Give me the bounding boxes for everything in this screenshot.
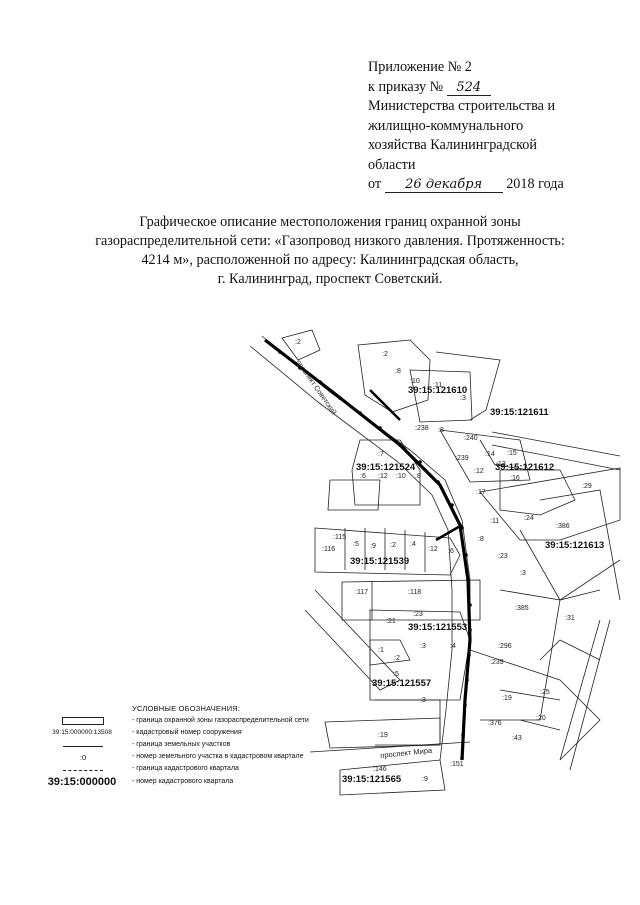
ministry-line-3: хозяйства Калининградской [368,137,537,153]
svg-text::118: :118 [408,589,421,596]
svg-text::21: :21 [386,618,396,625]
svg-text::19: :19 [502,695,512,702]
svg-text::240: :240 [464,435,478,442]
svg-text::7: :7 [378,451,384,458]
svg-text::17: :17 [476,489,486,496]
svg-text::2: :2 [295,339,301,346]
svg-text::8: :8 [478,536,484,543]
svg-text::8: :8 [438,427,444,434]
svg-text::115: :115 [333,534,346,541]
cadastral-map: проспект Советский проспект Мира 39:15:1… [249,329,621,796]
svg-text::2: :2 [390,542,396,549]
svg-text::2: :2 [382,351,388,358]
svg-text::31: :31 [565,615,575,622]
svg-text::43: :43 [512,735,522,742]
legend-item-quarter-number: 39:15:000000 - номер кадастрового кварта… [47,776,234,788]
svg-text::19: :19 [378,732,388,739]
svg-text::9: :9 [370,543,376,550]
ministry-line-1: Министерства строительства и [368,98,556,114]
legend-item-quarter-boundary: - граница кадастрового квартала [38,765,338,777]
svg-text::16: :16 [510,475,520,482]
svg-text::5: :5 [393,671,399,678]
svg-text:39:15:121539: 39:15:121539 [350,556,409,567]
svg-text::6: :6 [448,548,454,555]
svg-text::386: :386 [556,523,570,530]
legend-item-structure-number: 39:15:000000:13508 - кадастровый номер с… [52,729,242,736]
svg-text::12: :12 [428,546,438,553]
svg-text:39:15:121612: 39:15:121612 [495,462,554,473]
svg-text::13: :13 [496,461,506,468]
svg-text::4: :4 [410,541,416,548]
svg-text::12: :12 [474,468,484,475]
svg-text::23: :23 [498,553,508,560]
svg-text::20: :20 [536,715,546,722]
svg-text::376: :376 [488,720,502,727]
svg-text::6: :6 [360,473,366,480]
appendix-header: Приложение № 2 к приказу № 524 Министерс… [368,58,608,195]
svg-text::3: :3 [520,570,526,577]
svg-text::3: :3 [460,395,466,402]
legend-header: УСЛОВНЫЕ ОБОЗНАЧЕНИЯ: [132,704,241,713]
ministry-line-2: жилищно-коммунального [368,117,524,134]
legend-item-parcel-number: :0 - номер земельного участка в кадастро… [79,753,304,762]
svg-text::2: :2 [394,655,400,662]
svg-text::239: :239 [490,659,504,666]
svg-text:39:15:121611: 39:15:121611 [490,407,549,418]
appendix-number: Приложение № 2 [368,59,472,75]
svg-text:39:15:121613: 39:15:121613 [545,540,604,551]
svg-text::385: :385 [515,605,529,612]
svg-text:39:15:121610: 39:15:121610 [408,385,467,396]
svg-text::10: :10 [396,473,406,480]
svg-text::14: :14 [485,451,495,458]
svg-text:39:15:121557: 39:15:121557 [372,678,431,689]
svg-text::238: :238 [415,425,429,432]
svg-text::10: :10 [410,378,420,385]
svg-text::239: :239 [455,455,469,462]
date-handwritten: 26 декабря [384,177,503,193]
svg-text::296: :296 [498,643,512,650]
svg-text::25: :25 [540,689,550,696]
svg-text::15: :15 [507,450,517,457]
svg-text::3: :3 [420,697,426,704]
svg-text:39:15:121524: 39:15:121524 [356,462,416,473]
svg-text:39:15:121565: 39:15:121565 [342,774,402,785]
svg-text::12: :12 [378,473,388,480]
document-title: Графическое описание местоположения гран… [95,214,565,287]
svg-text::4: :4 [450,643,456,650]
svg-text::11: :11 [490,518,499,525]
svg-text::5: :5 [353,541,359,548]
svg-text::146: :146 [373,766,387,773]
legend-item-parcel-boundary: - граница земельных участков [38,741,338,753]
svg-text::9: :9 [422,776,428,783]
svg-text::23: :23 [413,611,423,618]
svg-text::11: :11 [433,382,442,389]
ministry-line-4: области [368,156,416,173]
svg-text::29: :29 [582,483,592,490]
svg-text::117: :117 [355,589,368,596]
date-line: от 26 декабря 2018 года [368,176,564,193]
legend-item-protection-zone: - граница охранной зоны газораспределите… [38,717,338,729]
order-line: к приказу № 524 [368,78,608,98]
svg-text::8: :8 [415,473,421,480]
svg-text::1: :1 [378,647,384,654]
svg-text::24: :24 [524,515,534,522]
svg-text::116: :116 [322,546,335,553]
svg-text::151: :151 [450,761,464,768]
order-number: 524 [446,80,491,96]
svg-text:39:15:121553: 39:15:121553 [408,622,467,633]
svg-text::3: :3 [420,643,426,650]
street-label-mira: проспект Мира [380,746,434,760]
svg-text::8: :8 [395,368,401,375]
